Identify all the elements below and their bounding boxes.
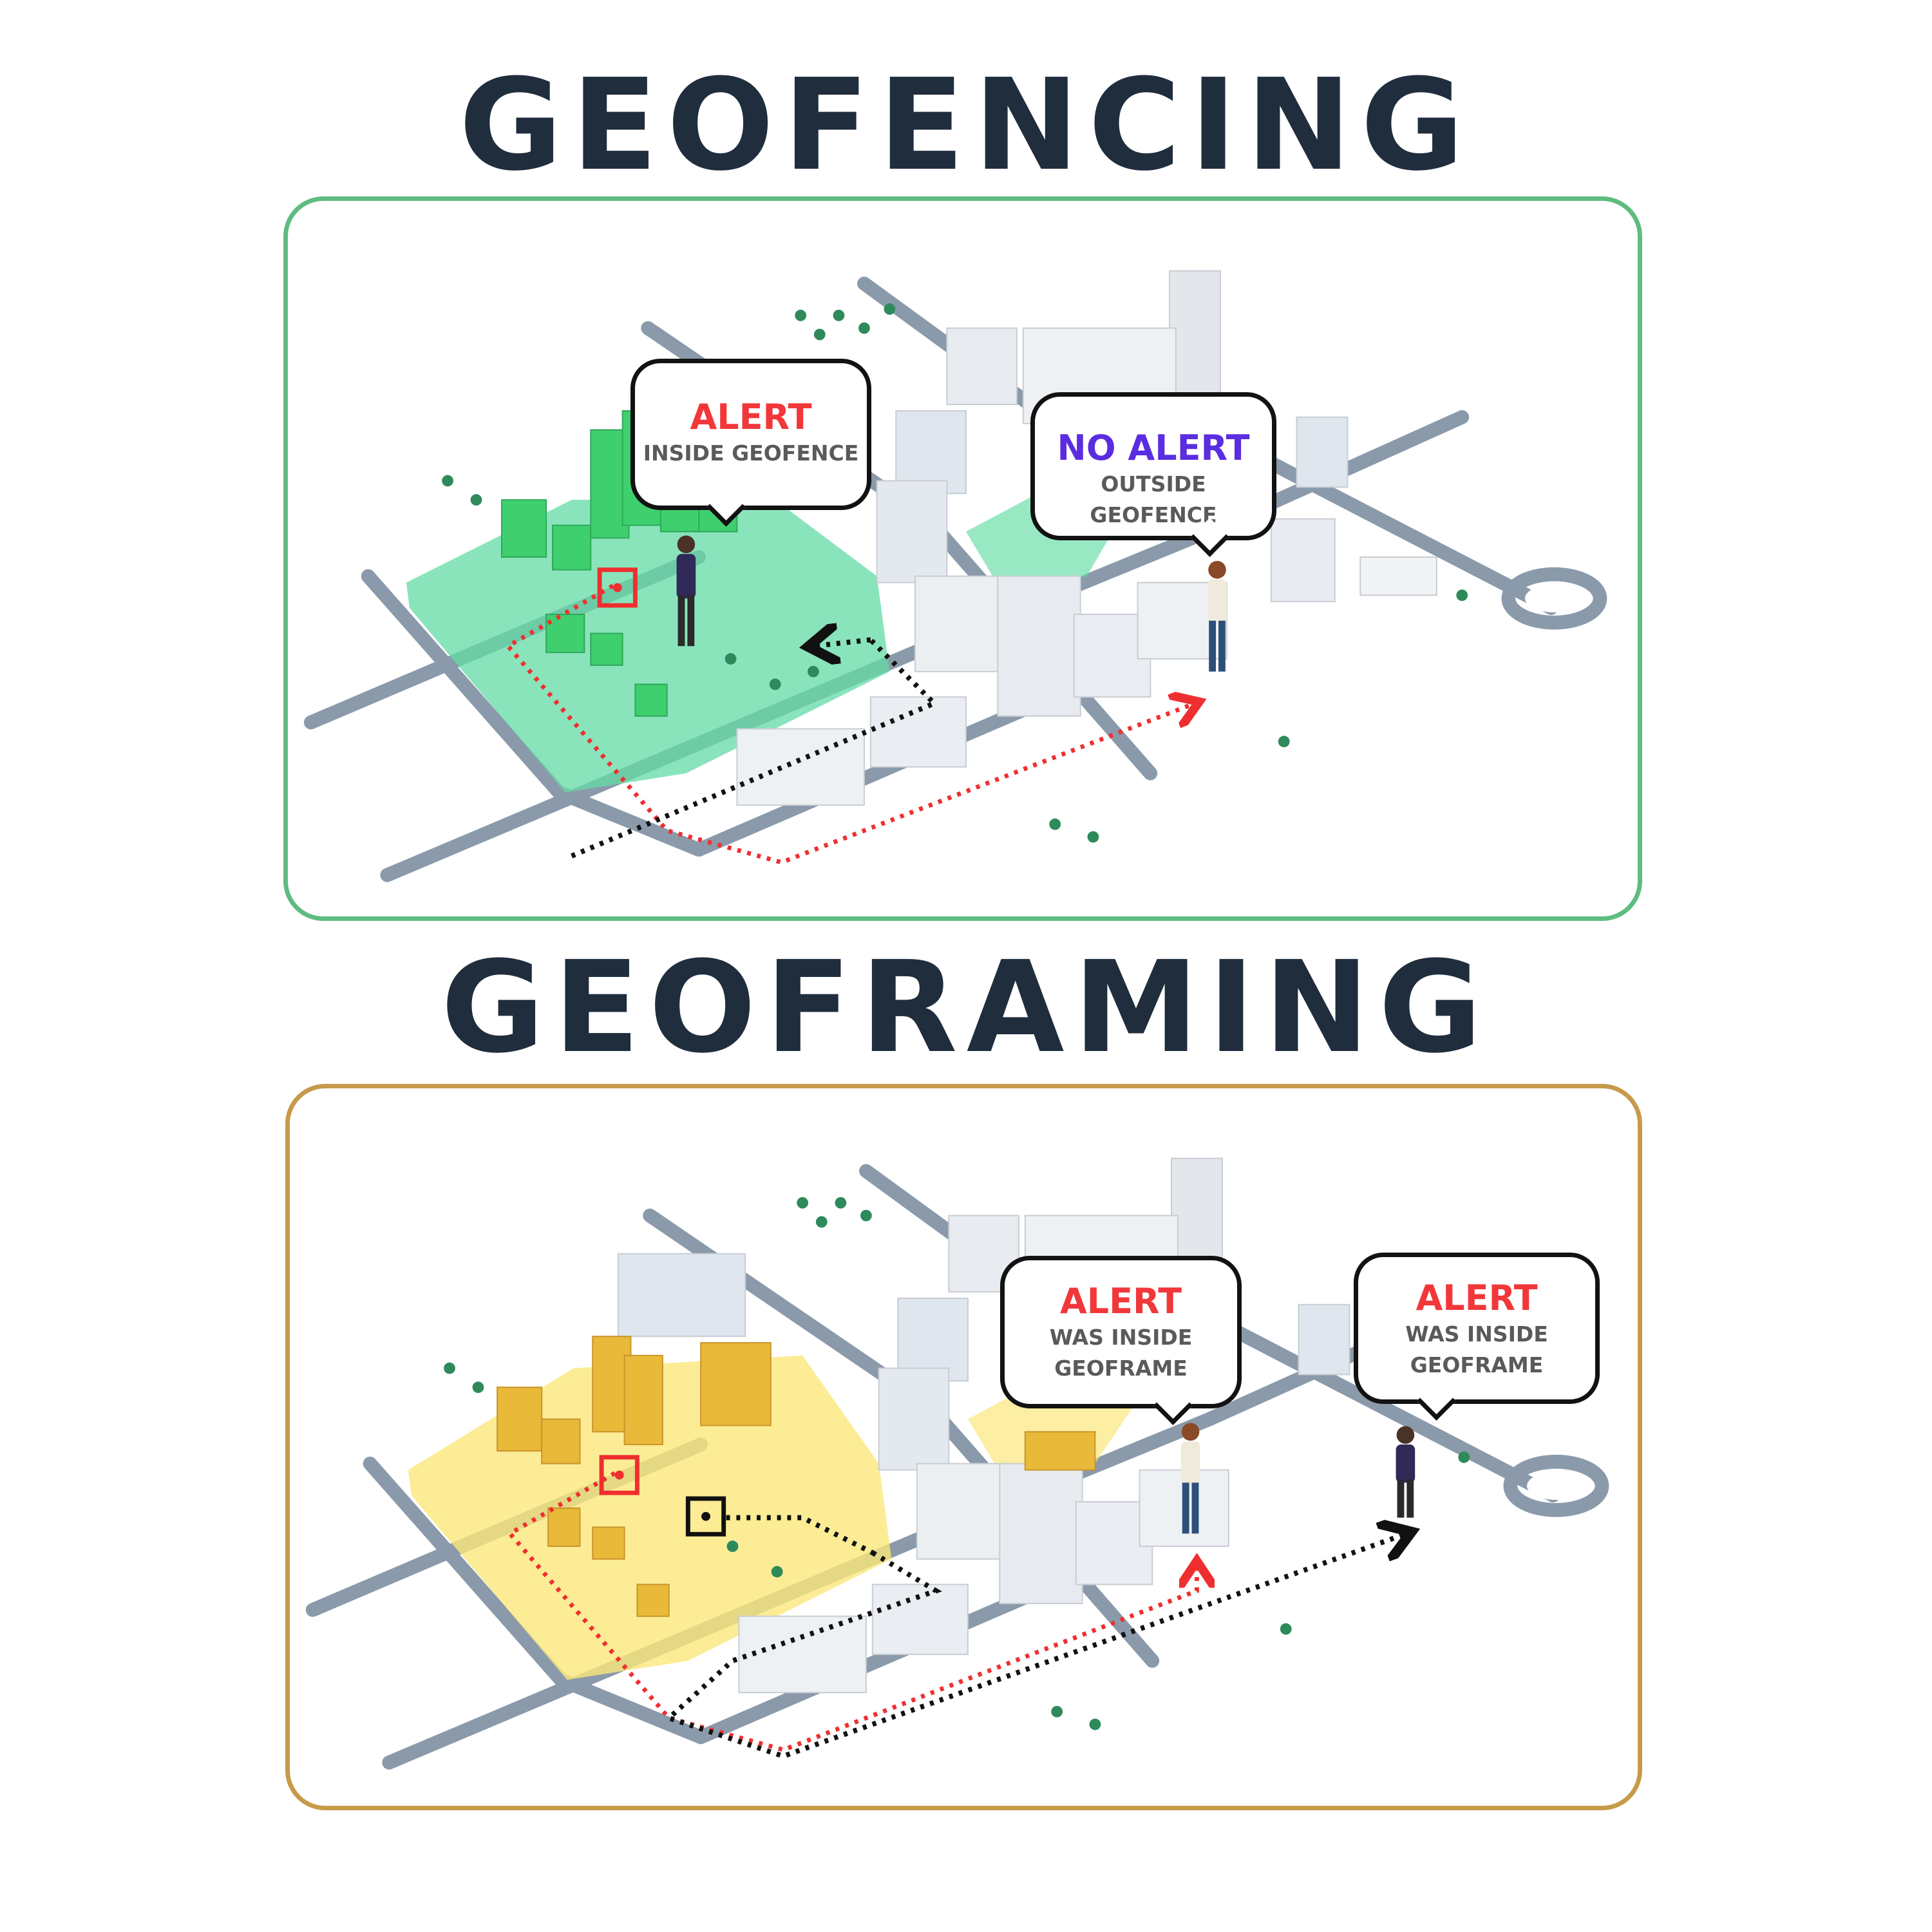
location-target-icon xyxy=(597,567,638,608)
geofencing-heading: GEOFENCING xyxy=(459,52,1473,199)
roundabout-icon xyxy=(1501,567,1607,630)
no-alert-title: NO ALERT xyxy=(1057,428,1250,468)
alert-speech-bubble: ALERT INSIDE GEOFENCE xyxy=(630,359,871,510)
alert-subtitle-line2: GEOFRAME xyxy=(1054,1356,1188,1381)
geofencing-panel: ALERT INSIDE GEOFENCE NO ALERT OUTSIDE G… xyxy=(283,196,1642,921)
alert-subtitle-line1: WAS INSIDE xyxy=(1049,1325,1193,1350)
route-red-dotted xyxy=(504,583,1195,865)
alert-title: ALERT xyxy=(1416,1278,1538,1318)
no-alert-subtitle: OUTSIDE GEOFENCE xyxy=(1090,471,1217,527)
geoframe-buildings xyxy=(497,1336,1096,1617)
alert-speech-bubble: ALERT WAS INSIDE GEOFRAME xyxy=(1000,1256,1242,1408)
person-icon xyxy=(1208,560,1227,672)
tree-icon xyxy=(444,1197,1470,1730)
roundabout-icon xyxy=(1503,1454,1609,1517)
alert-title: ALERT xyxy=(690,397,812,437)
location-target-icon xyxy=(685,1496,726,1537)
alert-subtitle-line1: WAS INSIDE xyxy=(1405,1321,1548,1347)
geoframing-city-scene xyxy=(305,1157,1609,1770)
location-target-icon xyxy=(599,1455,639,1495)
alert-subtitle: INSIDE GEOFENCE xyxy=(643,440,859,466)
geoframing-heading: GEOFRAMING xyxy=(440,934,1492,1081)
route-black-dotted xyxy=(664,1518,1407,1759)
alert-subtitle-line2: GEOFRAME xyxy=(1410,1352,1544,1378)
alert-title: ALERT xyxy=(1059,1281,1182,1321)
geofence-zone xyxy=(406,500,890,793)
geofencing-city-scene xyxy=(303,270,1607,882)
no-alert-speech-bubble: NO ALERT OUTSIDE GEOFENCE xyxy=(1030,392,1276,540)
person-icon xyxy=(1180,1423,1200,1534)
alert-speech-bubble: ALERT WAS INSIDE GEOFRAME xyxy=(1354,1253,1600,1404)
person-icon xyxy=(1396,1426,1416,1518)
geoframing-panel: ALERT WAS INSIDE GEOFRAME ALERT WAS INSI… xyxy=(285,1084,1642,1810)
person-icon xyxy=(676,535,696,647)
